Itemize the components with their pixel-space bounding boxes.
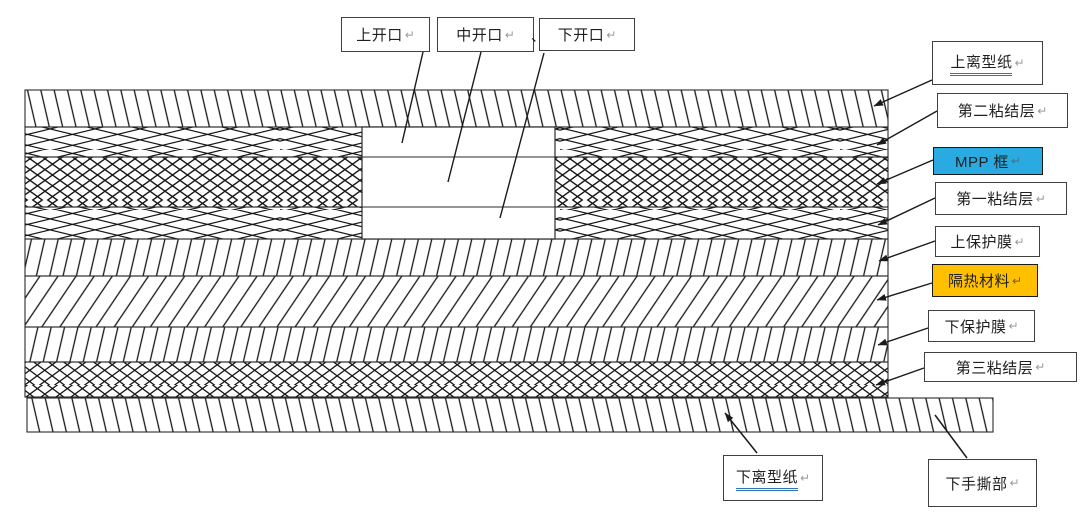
label-upper-protective-film: 上保护膜↵	[935, 226, 1040, 257]
opening-window	[361, 126, 556, 240]
return-mark: ↵	[504, 27, 515, 42]
return-mark: ↵	[1014, 234, 1025, 249]
label-upper-opening-text: 上开口	[356, 27, 403, 44]
return-mark: ↵	[606, 27, 617, 42]
label-lower-tear-part: 下手撕部↵	[928, 459, 1037, 507]
return-mark: ↵	[1011, 273, 1023, 288]
label-lower-release-paper-text: 下离型纸	[735, 466, 798, 491]
return-mark: ↵	[404, 27, 415, 42]
layer-upper-release-paper	[24, 89, 889, 128]
label-upper-release-paper-text: 上离型纸	[950, 51, 1013, 76]
layer-lower-protective-film	[24, 326, 889, 363]
label-middle-opening: 中开口↵	[437, 17, 534, 52]
leader-mpp-frame	[876, 159, 934, 185]
layer-third-adhesive	[24, 361, 889, 398]
label-first-adhesive-layer: 第一粘结层↵	[935, 182, 1067, 215]
leader-lower-protective-film	[877, 327, 929, 346]
return-mark: ↵	[799, 471, 811, 485]
return-mark: ↵	[1009, 476, 1020, 490]
leader-lower-release-paper	[724, 412, 758, 454]
leader-upper-protective-film	[878, 240, 936, 262]
label-lower-opening: 下开口↵	[539, 18, 635, 51]
label-third-adhesive-layer-text: 第三粘结层	[955, 359, 1034, 377]
label-second-adhesive-layer-text: 第二粘结层	[957, 103, 1036, 120]
leader-lower-tear-part	[934, 414, 968, 459]
label-upper-release-paper: 上离型纸↵	[932, 41, 1043, 85]
label-third-adhesive-layer: 第三粘结层↵	[924, 352, 1077, 382]
label-lower-tear-part-text: 下手撕部	[945, 475, 1008, 493]
label-upper-protective-film-text: 上保护膜	[950, 234, 1013, 251]
label-lower-release-paper: 下离型纸↵	[723, 455, 823, 501]
leader-upper-release-paper	[873, 79, 933, 107]
leader-upper-opening	[401, 51, 424, 144]
leader-second-adhesive	[876, 110, 938, 146]
label-lower-opening-text: 下开口	[557, 27, 605, 44]
layer-upper-protective-film	[24, 238, 889, 277]
label-mpp-frame-text: MPP 框	[955, 153, 1009, 171]
label-lower-protective-film-text: 下保护膜	[944, 318, 1007, 336]
label-upper-opening: 上开口↵	[341, 17, 430, 52]
label-middle-opening-text: 中开口	[456, 27, 503, 44]
label-mpp-frame: MPP 框↵	[933, 147, 1043, 175]
leader-middle-opening	[447, 51, 482, 183]
leader-insulation-material	[876, 282, 933, 301]
return-mark: ↵	[1035, 360, 1046, 374]
leader-lower-opening	[499, 52, 545, 219]
layer-insulation-material	[24, 275, 889, 328]
leader-third-adhesive	[875, 367, 925, 386]
separator-mark: 、	[531, 28, 545, 44]
label-second-adhesive-layer: 第二粘结层↵	[937, 93, 1068, 128]
return-mark: ↵	[1014, 56, 1025, 70]
layer-lower-release-paper-with-tear-tab	[26, 397, 994, 433]
return-mark: ↵	[1010, 154, 1021, 168]
label-insulation-material-text: 隔热材料	[947, 273, 1010, 290]
label-insulation-material: 隔热材料↵	[932, 264, 1038, 297]
return-mark: ↵	[1008, 319, 1019, 333]
return-mark: ↵	[1037, 103, 1048, 118]
return-mark: ↵	[1035, 191, 1046, 206]
label-lower-protective-film: 下保护膜↵	[928, 310, 1035, 342]
label-first-adhesive-layer-text: 第一粘结层	[956, 191, 1034, 208]
leader-first-adhesive	[877, 197, 936, 226]
